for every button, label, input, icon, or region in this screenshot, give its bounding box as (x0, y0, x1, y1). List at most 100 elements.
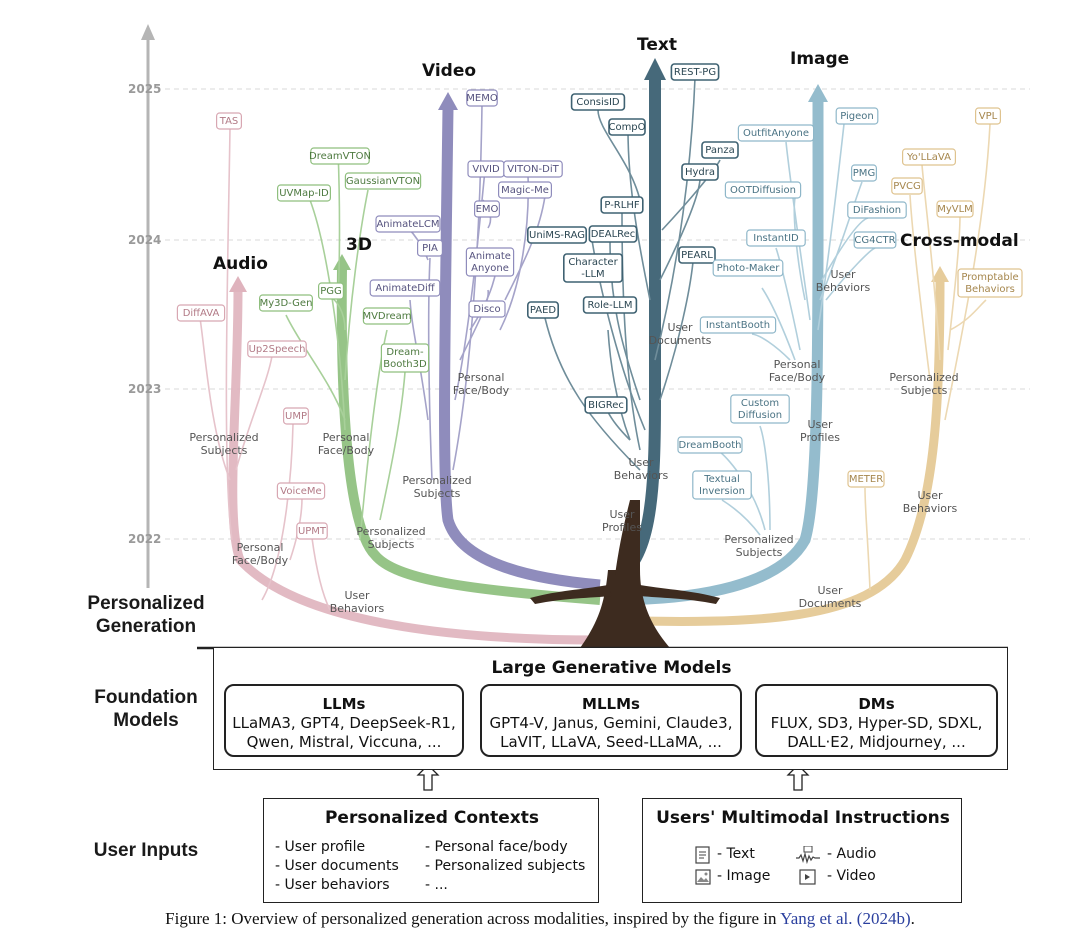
node-label: METER (849, 474, 883, 485)
instruction-label: - Image (717, 868, 771, 884)
ctx-line: Personalized (402, 474, 471, 487)
node-photo-maker: Photo-Maker (712, 259, 784, 277)
node-box (730, 394, 790, 424)
node-label-line: VoiceMe (280, 486, 321, 497)
contexts-left-list: - User profile - User documents - User b… (275, 838, 399, 895)
node-instantbooth: InstantBooth (699, 316, 777, 334)
caption-end: . (910, 909, 915, 928)
node-my3d-gen: My3D-Gen (259, 294, 314, 312)
node-box (526, 226, 587, 244)
ctx-line: Personalized (356, 525, 425, 538)
node-box (369, 279, 441, 297)
ctx-line: Profiles (602, 521, 642, 534)
ctx-line: Personalized (189, 431, 258, 444)
node-label-line: PGG (320, 286, 342, 297)
mllms-title: MLLMs (582, 695, 640, 713)
node-box (746, 229, 806, 247)
ctx-line: Personal (458, 371, 505, 384)
node-label: OOTDiffusion (730, 185, 796, 196)
branch-title-image: Image (790, 49, 849, 69)
node-label-line: MyVLM (937, 204, 973, 215)
node-pia: PIA (417, 239, 444, 257)
llms-line-2: Qwen, Mistral, Viccuna, ... (246, 733, 442, 751)
llms-title: LLMs (322, 695, 366, 713)
node-label-line: CompO (608, 122, 645, 133)
caption-citation-link[interactable]: Yang et al. (2024b) (780, 909, 911, 928)
node-label-line: Inversion (699, 486, 745, 497)
node-label: VPL (979, 111, 998, 122)
node-box (344, 172, 422, 190)
branch-title-3d: 3D (346, 235, 372, 255)
node-cg4ctr: CG4CTR (853, 231, 897, 249)
ctx-line: User (667, 321, 693, 334)
node-p-rlhf: P-RLHF (600, 196, 644, 214)
node-box (670, 63, 720, 81)
node-box (835, 107, 879, 125)
node-box (724, 181, 802, 199)
node-label: PIA (422, 243, 438, 254)
instructions-title: Users' Multimodal Instructions (656, 808, 950, 828)
ctx-line: Face/Body (769, 371, 826, 384)
node-uvmap-id: UVMap-ID (277, 184, 332, 202)
node-hydra: Hydra (681, 163, 719, 181)
node-label: DreamVTON (309, 151, 371, 162)
node-label-line: Panza (705, 145, 734, 156)
node-label-line: Booth3D (383, 359, 427, 370)
node-label-line: PAED (530, 305, 557, 316)
node-label: InstantBooth (706, 320, 770, 331)
node-box (474, 200, 501, 218)
ctx-line: Behaviors (903, 502, 958, 515)
node-box (216, 112, 243, 130)
node-label: Magic-Me (501, 185, 549, 196)
node-label-line: Up2Speech (249, 344, 306, 355)
node-label: EMO (476, 204, 499, 215)
personalized-contexts-panel: Personalized Contexts - User profile - U… (263, 798, 599, 903)
branch-title-cross-modal: Cross-modal (900, 231, 1019, 251)
node-box (498, 181, 553, 199)
node-tas: TAS (216, 112, 243, 130)
node-box (681, 163, 719, 181)
node-label-line: P-RLHF (604, 200, 639, 211)
label-line: Models (113, 710, 179, 731)
node-label-line: PVCG (893, 181, 921, 192)
node-label-line: CG4CTR (854, 235, 895, 246)
ctx-line: Personal (237, 541, 284, 554)
node-label: CompO (608, 122, 645, 133)
node-box (608, 118, 646, 136)
instruction-video: - Video (795, 867, 876, 886)
node-label: DiFashion (853, 205, 901, 216)
node-vpl: VPL (974, 107, 1001, 125)
node-label: Role-LLM (588, 300, 633, 311)
node-label-line: Photo-Maker (717, 263, 781, 274)
context-item: - User profile (275, 839, 366, 855)
node-box (582, 296, 638, 314)
ctx-line: Subjects (201, 444, 248, 457)
label-personalized-generation: Personalized Generation (76, 592, 216, 638)
node-label: TAS (219, 116, 239, 127)
node-label-line: BIGRec (588, 400, 624, 411)
contexts-title: Personalized Contexts (324, 808, 540, 828)
node-label-line: EMO (476, 204, 499, 215)
node-label-line: VPL (979, 111, 998, 122)
ctx-line: User (609, 508, 635, 521)
node-label-line: Anyone (471, 263, 509, 274)
instruction-label: - Text (717, 846, 755, 862)
node-label-line: GaussianVTON (346, 176, 420, 187)
node-voiceme: VoiceMe (276, 482, 326, 500)
branch-title-video: Video (422, 61, 476, 81)
node-box (296, 522, 328, 540)
instruction-audio: - Audio (795, 845, 876, 864)
node-label-line: InstantBooth (706, 320, 770, 331)
node-box (570, 93, 626, 111)
node-box (247, 340, 307, 358)
node-box (847, 201, 907, 219)
node-box (701, 141, 739, 159)
